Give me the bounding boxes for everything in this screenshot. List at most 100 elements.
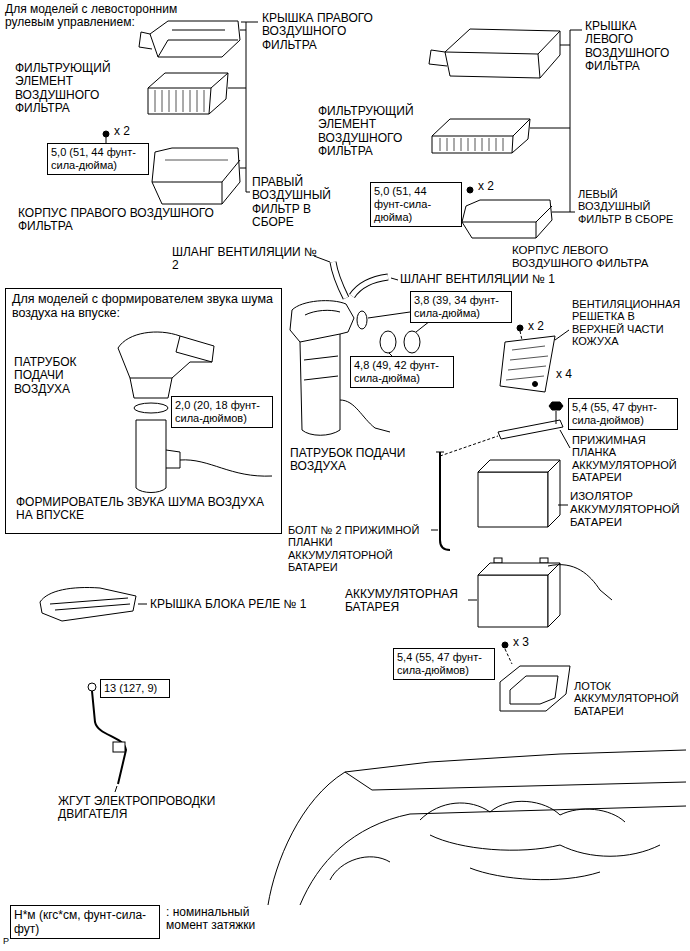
part-label: ФИЛЬТРУЮЩИЙ ЭЛЕМЕНТ ВОЗДУШНОГО ФИЛЬТРА (15, 62, 140, 116)
clamp-bolt (431, 530, 438, 531)
left-filter-cover (445, 29, 560, 78)
ventilation-hose (333, 262, 346, 298)
figure-code: P (3, 936, 9, 946)
legend-text: : номинальный момент затяжки (166, 906, 281, 933)
engine-wire-harness (88, 683, 96, 691)
battery-tray (505, 649, 512, 664)
right-filter-element (148, 73, 228, 114)
part-label: ВЕНТИЛЯЦИОННАЯ РЕШЕТКА В ВЕРХНЕЙ ЧАСТИ К… (572, 298, 685, 347)
engine-bay (420, 801, 625, 822)
part-label: КОРПУС ПРАВОГО ВОЗДУШНОГО ФИЛЬТРА (18, 207, 248, 234)
quantity-label: x 4 (556, 368, 572, 381)
battery (540, 558, 548, 563)
part-label: ИЗОЛЯТОР АККУМУЛЯТОРНОЙ БАТАРЕИ (570, 490, 686, 529)
left-filter-housing (462, 206, 552, 238)
inset-duct (180, 460, 272, 476)
view-note: Для моделей с левосторонним рулевым упра… (5, 3, 205, 30)
air-intake-duct (300, 310, 340, 380)
part-label: ЛЕВЫЙ ВОЗДУШНЫЙ ФИЛЬТР В СБОРЕ (578, 188, 684, 225)
battery-tray (500, 642, 570, 711)
left-filter-cover (429, 50, 447, 66)
part-label: КОРПУС ЛЕВОГО ВОЗДУШНОГО ФИЛЬТРА (512, 244, 682, 270)
ventilation-hose (352, 277, 388, 296)
right-filter-housing (152, 148, 240, 204)
torque-box: 2,0 (20, 18 фунт-сила-дюймов) (171, 396, 273, 428)
inset-duct (136, 420, 166, 493)
ventilation-hose (333, 262, 346, 298)
battery-insulator (478, 472, 548, 527)
battery-clamp (440, 402, 570, 456)
battery-insulator (478, 460, 560, 472)
inset-duct (118, 332, 272, 493)
left-filter-cover (445, 31, 560, 78)
part-label: ПРИЖИМНАЯ ПЛАНКА АККУМУЛЯТОРНОЙ БАТАРЕИ (572, 434, 685, 483)
torque-value: 5,4 (55, 47 фунт-сила-дюймов) (572, 401, 674, 427)
inset-duct (130, 336, 212, 378)
battery-clamp (556, 411, 557, 424)
right-filter-cover (139, 32, 152, 49)
battery (478, 563, 560, 575)
battery-clamp (560, 430, 570, 448)
battery-clamp (549, 402, 563, 410)
ventilation-hose (352, 277, 388, 296)
unit-note: Н*м (кгс*см, фунт-сила-фут) (14, 908, 156, 936)
engine-wire-harness (113, 742, 125, 752)
right-filter-cover (150, 21, 240, 57)
ventilation-hose (314, 256, 398, 280)
part-label: ЖГУТ ЭЛЕКТРОПРОВОДКИ ДВИГАТЕЛЯ (58, 795, 243, 822)
air-intake-duct (357, 311, 367, 329)
battery (468, 558, 612, 627)
air-intake-duct (340, 400, 390, 432)
part-label: КРЫШКА БЛОКА РЕЛЕ № 1 (150, 598, 350, 611)
engine-bay (330, 857, 390, 880)
right-filter-housing (165, 160, 228, 161)
air-intake-duct (404, 331, 420, 353)
part-label: ФИЛЬТРУЮЩИЙ ЭЛЕМЕНТ ВОЗДУШНОГО ФИЛЬТРА (318, 105, 428, 159)
left-filter-housing (467, 187, 473, 193)
ventilation-hose (314, 256, 398, 298)
engine-bay (268, 750, 686, 905)
right-filter-housing (152, 160, 240, 204)
quantity-label: x 3 (513, 636, 529, 649)
part-label: КРЫШКА ПРАВОГО ВОЗДУШНОГО ФИЛЬТРА (262, 12, 387, 52)
torque-value: 5,0 (51, 44 фунт-сила-дюйма) (374, 185, 458, 224)
battery (468, 600, 477, 601)
battery-insulator (558, 505, 568, 506)
torque-value: 5,0 (51, 44 фунт-сила-дюйма) (51, 146, 145, 172)
torque-value: 3,8 (39, 34 фунт-сила-дюйма) (414, 294, 508, 320)
cowl-grille (506, 346, 548, 380)
right-filter-cover (172, 30, 225, 31)
cowl-grille (500, 336, 555, 392)
inset-frame: Для моделей с формирователем звука шума … (5, 288, 282, 534)
quantity-label: x 2 (528, 320, 544, 333)
torque-value: 5,4 (55, 47 фунт-сила-дюймов) (397, 651, 491, 677)
torque-value: 13 (127, 9) (104, 682, 166, 695)
inset-duct (118, 332, 214, 398)
engine-bay (268, 750, 686, 905)
part-label: ЛОТОК АККУМУЛЯТОРНОЙ БАТАРЕИ (574, 680, 685, 717)
clamp-bolt (431, 452, 450, 550)
left-filter-element (432, 119, 530, 153)
part-label: БОЛТ № 2 ПРИЖИМНОЙ ПЛАНКИ АККУМУЛЯТОРНОЙ… (288, 524, 428, 573)
engine-wire-harness (92, 691, 126, 784)
inset-duct (166, 450, 180, 468)
torque-box: 3,8 (39, 34 фунт-сила-дюйма) (410, 291, 512, 323)
torque-box: 5,4 (55, 47 фунт-сила-дюймов) (393, 648, 495, 680)
battery-insulator (548, 460, 560, 527)
part-label: АККУМУЛЯТОРНАЯ БАТАРЕЯ (345, 588, 467, 615)
left-filter-housing (462, 187, 552, 238)
right-filter-cover (139, 21, 240, 57)
inset-duct (134, 403, 168, 413)
relay-block-cover (50, 598, 130, 610)
relay-block-cover (40, 588, 136, 621)
air-intake-duct (290, 301, 354, 436)
right-filter-element (148, 73, 228, 114)
part-label: ШЛАНГ ВЕНТИЛЯЦИИ № 2 (172, 246, 322, 273)
engine-wire-harness (88, 683, 126, 792)
battery-tray (502, 642, 508, 648)
cowl-grille (555, 330, 569, 340)
battery (548, 565, 612, 600)
cowl-grille (520, 331, 522, 340)
battery (548, 563, 560, 627)
